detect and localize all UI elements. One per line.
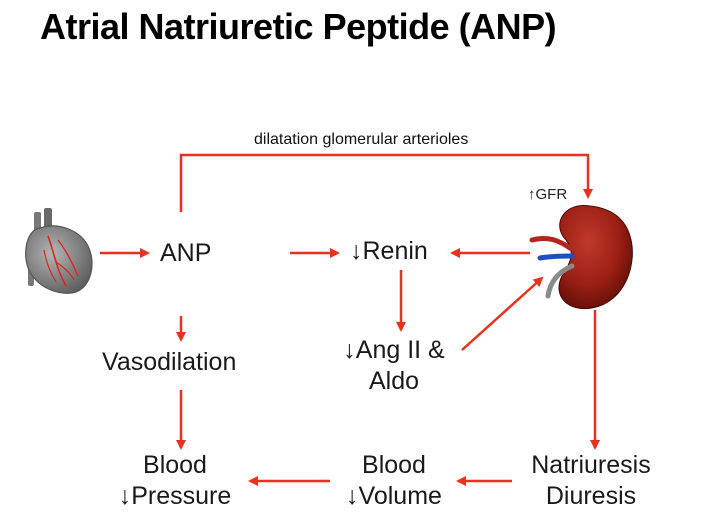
label-gfr: ↑GFR [528,186,568,203]
label-vasodilation: Vasodilation [102,348,237,376]
label-natriuresis-diuresis: Natriuresis Diuresis [516,450,666,513]
page-title: Atrial Natriuretic Peptide (ANP) [40,6,557,47]
label-bv-line2: ↓Volume [346,482,442,511]
label-dilatation: dilatation glomerular arterioles [254,131,469,148]
arrow-dilatation-loop [179,153,593,212]
heart-icon [25,208,93,294]
arrow-angii-to-kidney [461,276,544,351]
label-blood-pressure: Blood ↓Pressure [100,450,250,513]
label-diuresis: Diuresis [545,482,637,511]
label-bp-line1: Blood [143,451,207,479]
label-natriuresis: Natriuresis [531,451,651,479]
label-bv-line1: Blood [362,451,426,479]
label-blood-volume: Blood ↓Volume [334,450,454,513]
label-bp-line2: ↓Pressure [118,482,232,511]
label-anp: ANP [160,239,212,267]
label-ang-ii: ↓Ang II & [343,336,445,364]
kidney-icon [529,205,633,310]
label-renin: ↓Renin [350,237,428,265]
arrows [100,153,600,486]
label-ang-ii-aldo: ↓Ang II & Aldo [330,335,458,398]
label-aldo: Aldo [368,367,420,396]
